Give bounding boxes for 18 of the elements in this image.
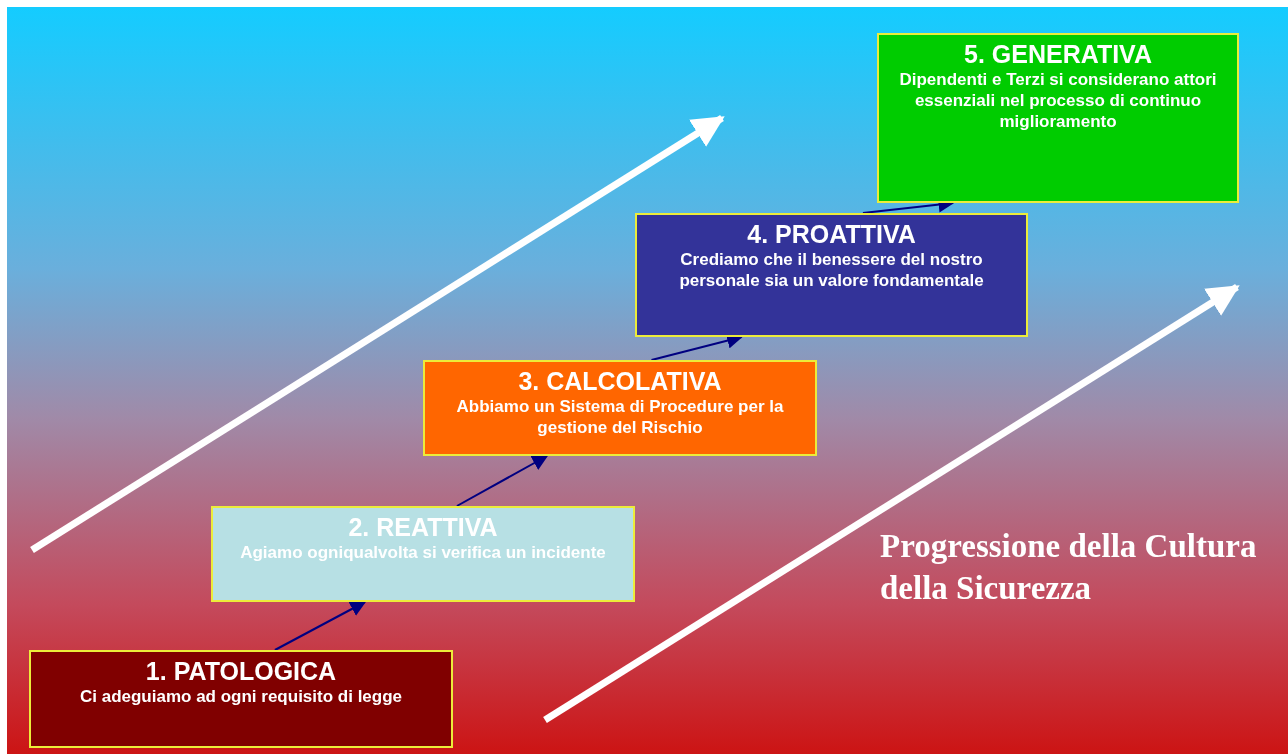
stage-description: Crediamo che il benessere del nostro personale sia un valore fondamentale (678, 249, 985, 291)
stage-description: Agiamo ogniqualvolta si verifica un incidente (240, 542, 606, 563)
stage-box (29, 650, 453, 748)
stage-title: 3. CALCOLATIVA (518, 366, 722, 396)
stage-description: Dipendenti e Terzi si considerano attori essenziali nel processo di continuo miglioramento (898, 69, 1218, 132)
stage-title: 2. REATTIVA (348, 512, 498, 542)
stage-title: 5. GENERATIVA (964, 39, 1152, 69)
arrow (273, 601, 367, 651)
stage-description: Ci adeguiamo ad ogni requisito di legge (79, 686, 403, 707)
stage-box (211, 506, 635, 602)
stage-title: 4. PROATTIVA (747, 219, 916, 249)
stage-description: Abbiamo un Sistema di Procedure per la gestione del Rischio (455, 396, 785, 438)
stage-box (877, 33, 1239, 203)
diagram-caption: Progressione della Cultura della Sicurezza (880, 527, 1258, 608)
stage-box (635, 213, 1028, 337)
arrow (455, 455, 549, 507)
stage-box (423, 360, 817, 456)
stage-title: 1. PATOLOGICA (145, 656, 337, 686)
